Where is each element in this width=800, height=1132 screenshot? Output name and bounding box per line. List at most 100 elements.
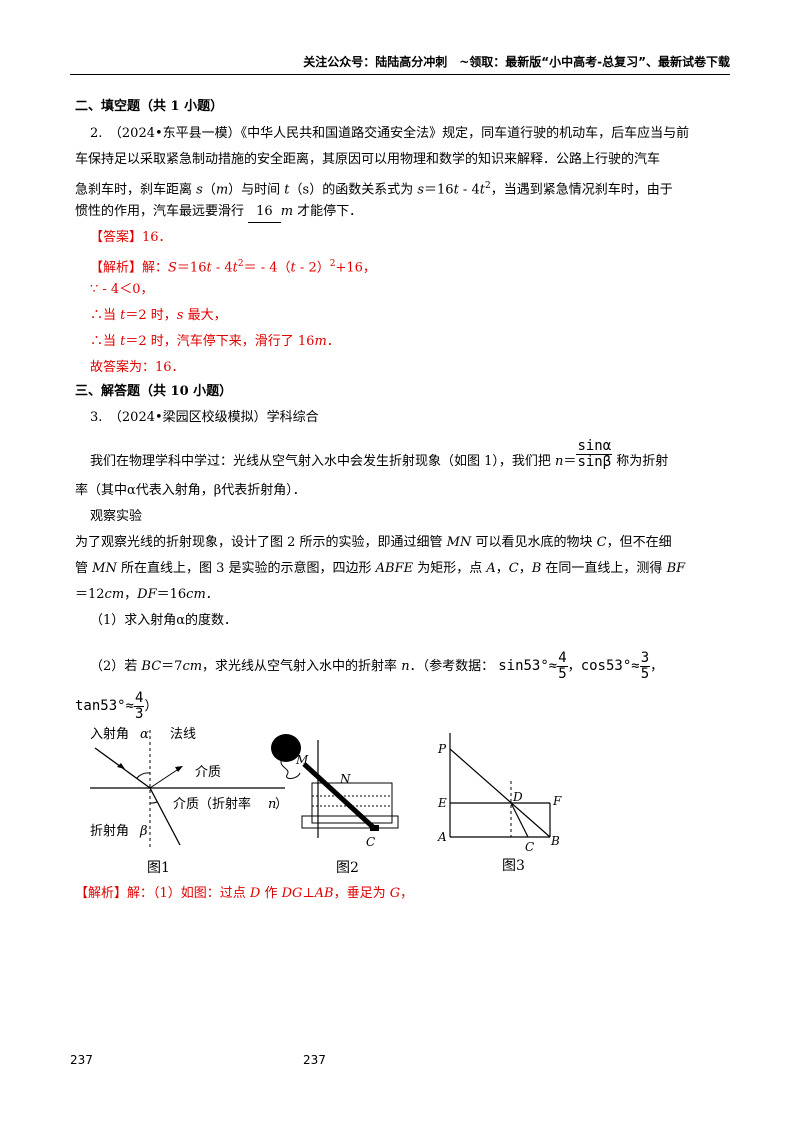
beta-arc bbox=[149, 801, 158, 804]
text: ＝ - 4（ bbox=[243, 260, 291, 276]
text: 急刹车时，刹车距离 bbox=[75, 182, 197, 198]
q3-para-4: 为了观察光线的折射现象，设计了图 2 所示的实验，即通过细管 MN 可以看见水底… bbox=[75, 533, 672, 553]
text: ． bbox=[205, 587, 219, 602]
q3-sub-1: （1）求入射角α的度数． bbox=[90, 613, 238, 628]
denominator: 5 bbox=[558, 666, 567, 682]
fig3-A: A bbox=[437, 830, 447, 844]
fig1-caption: 图1 bbox=[147, 860, 170, 876]
fig1-medium-label: 介质 bbox=[195, 765, 221, 780]
denominator: 3 bbox=[135, 706, 144, 722]
text: ＝7 bbox=[161, 659, 183, 674]
text: ， bbox=[495, 561, 509, 576]
text: 为矩形，点 bbox=[413, 561, 487, 576]
analysis-line-5: 故答案为：16． bbox=[90, 360, 185, 375]
fig2-caption: 图2 bbox=[336, 860, 359, 876]
q3-para-6: ＝12cm，DF＝16cm． bbox=[75, 585, 219, 605]
section-title-solve: 三、解答题（共 10 小题） bbox=[75, 384, 233, 399]
exponent: 2 bbox=[484, 181, 491, 191]
var-s: s bbox=[417, 182, 425, 198]
text: ＝12 bbox=[75, 587, 105, 602]
line-DC bbox=[510, 802, 529, 838]
text: ⊥ bbox=[302, 886, 315, 901]
q3-para-5: 管 MN 所在直线上，图 3 是实验的示意图，四边形 ABFE 为矩形，点 A，… bbox=[75, 559, 685, 579]
text: ， bbox=[518, 561, 532, 576]
text: ， bbox=[124, 587, 138, 602]
var-t: t bbox=[232, 260, 238, 276]
numerator: 4 bbox=[134, 690, 145, 707]
label-G: G bbox=[389, 886, 401, 901]
text: 惯性的作用，汽车最远要滑行 bbox=[75, 204, 245, 219]
label-D: D bbox=[249, 886, 261, 901]
fig1-paren: ） bbox=[275, 797, 288, 812]
alpha-arc bbox=[136, 772, 151, 779]
text: 我们在物理学科中学过：光线从空气射入水中会发生折射现象（如图 1），我们把 bbox=[90, 454, 556, 469]
eye-icon bbox=[271, 734, 301, 762]
fig1-n: n bbox=[268, 797, 276, 812]
denominator: 5 bbox=[640, 666, 650, 682]
q3-para-1: 我们在物理学科中学过：光线从空气射入水中会发生折射现象（如图 1），我们把 n＝… bbox=[90, 439, 668, 472]
arrow-icon bbox=[117, 763, 125, 769]
arrow-icon bbox=[175, 766, 183, 772]
text: ＝16 bbox=[176, 260, 207, 276]
label-BC: BC bbox=[141, 659, 162, 674]
var-n: n bbox=[555, 454, 564, 469]
line-PB bbox=[449, 748, 551, 838]
fig3-B: B bbox=[550, 834, 560, 848]
label-DG: DG bbox=[281, 886, 303, 901]
fig1-refract-label: 折射角 bbox=[90, 823, 129, 839]
page-header: 关注公众号：陆陆高分冲刺 ~领取：最新版“小中高考-总复习”、最新试卷下载 bbox=[70, 52, 730, 75]
tan53: tan53° bbox=[75, 698, 126, 714]
solution-line: 【解析】解：（1）如图：过点 D 作 DG⊥AB，垂足为 G， bbox=[75, 884, 413, 904]
text: （s）的函数关系式为 bbox=[289, 182, 418, 198]
text: ∴当 bbox=[90, 308, 121, 323]
analysis-line-3: ∴当 t＝2 时，s 最大， bbox=[90, 306, 227, 326]
block-C bbox=[370, 825, 379, 831]
var-n: n bbox=[401, 659, 410, 674]
text: （ bbox=[202, 182, 216, 198]
cos53: cos53° bbox=[580, 658, 632, 674]
figure-1: 入射角 α 法线 介质 介质（折射率 n ） 折射角 β 图1 bbox=[90, 726, 288, 876]
refracted-ray bbox=[149, 787, 181, 846]
reflected-ray bbox=[149, 767, 181, 789]
var-t: t bbox=[206, 260, 212, 276]
text: - 4 bbox=[211, 260, 233, 276]
text: 才能停下． bbox=[293, 204, 363, 219]
unit-m: m bbox=[280, 204, 294, 219]
water-tank bbox=[311, 782, 393, 824]
figure-3: P E D F A C B 图3 bbox=[437, 733, 562, 874]
label-MN: MN bbox=[446, 535, 472, 550]
label-ABFE: ABFE bbox=[375, 561, 414, 576]
numerator: 3 bbox=[639, 650, 651, 667]
fig1-incident-label: 入射角 bbox=[90, 726, 129, 742]
var-t: t bbox=[284, 182, 290, 198]
numerator: 4 bbox=[557, 650, 568, 667]
text: 最大， bbox=[183, 308, 227, 323]
fig2-M: M bbox=[295, 753, 309, 767]
q3-para-3: 观察实验 bbox=[90, 509, 143, 524]
q3-sub-2: （2）若 BC＝7cm，求光线从空气射入水中的折射率 n．（参考数据： sin5… bbox=[90, 651, 663, 682]
text: ，当遇到紧急情况刹车时，由于 bbox=[490, 182, 673, 198]
unit-cm: cm bbox=[186, 587, 206, 602]
unit-m: m bbox=[215, 182, 229, 198]
text: ）与时间 bbox=[228, 182, 285, 198]
text: 可以看见水底的物块 bbox=[471, 535, 597, 550]
var-t: t bbox=[290, 260, 296, 276]
var-t: t bbox=[120, 308, 126, 323]
fig3-E: E bbox=[437, 796, 447, 810]
page-number-left: 237 bbox=[70, 1053, 93, 1067]
text: 作 bbox=[260, 886, 282, 901]
analysis-line-1: 【解析】解：S＝16t - 4t2＝ - 4（t - 2）2+16， bbox=[90, 254, 376, 278]
label-AB: AB bbox=[314, 886, 334, 901]
label-BF: BF bbox=[666, 561, 686, 576]
denominator: sinβ bbox=[577, 454, 612, 470]
var-S: S bbox=[168, 260, 177, 276]
text: - 4 bbox=[458, 182, 480, 198]
text: ．（参考数据： bbox=[409, 659, 495, 674]
text: 管 bbox=[75, 561, 93, 576]
sin53: sin53° bbox=[498, 658, 549, 674]
var-t: t bbox=[120, 334, 126, 349]
text: ，垂足为 bbox=[333, 886, 390, 901]
